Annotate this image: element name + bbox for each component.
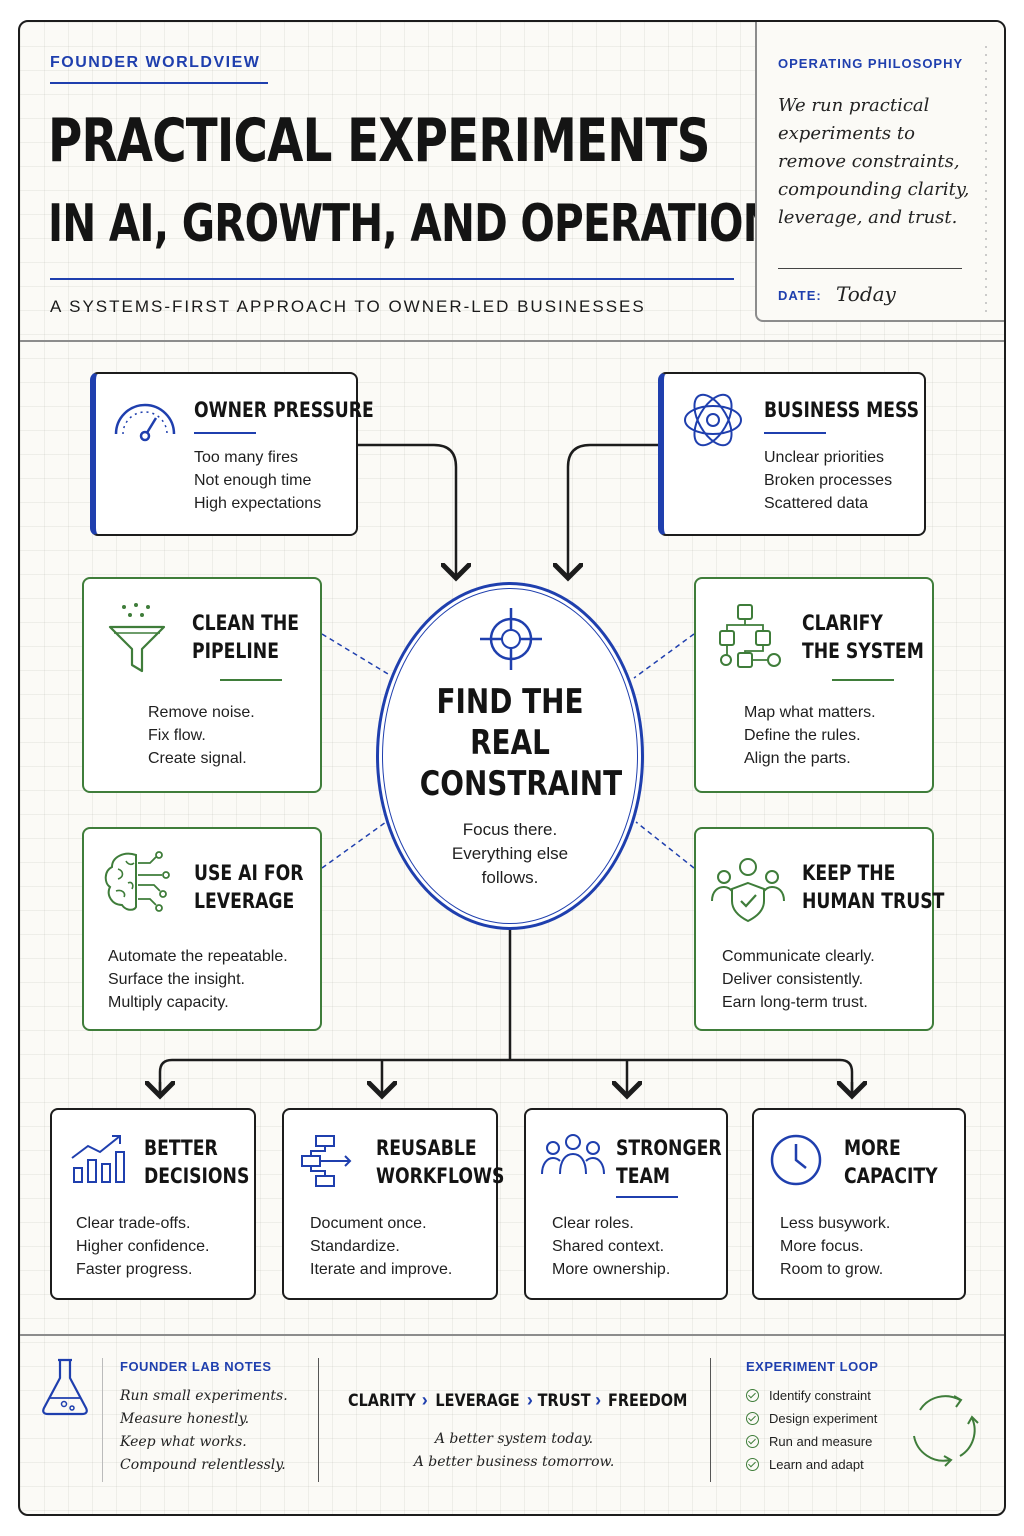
box-body: Automate the repeatable.Surface the insi… [108,948,288,1011]
eyebrow-underline [50,82,268,84]
funnel-icon [108,603,166,673]
chevron-right-icon: › [421,1390,428,1410]
box-body: Document once.Standardize.Iterate and im… [310,1215,453,1278]
constraint-circle-inner [382,588,638,924]
page-title-line-1: PRACTICAL EXPERIMENTS [48,106,710,176]
box-title: BUSINESS MESS [764,398,920,422]
title-rule [194,432,256,434]
header-divider [20,340,1004,342]
title-rule [616,1196,678,1198]
page-subtitle: A SYSTEMS-FIRST APPROACH TO OWNER-LED BU… [50,297,646,316]
footer-separator [318,1358,319,1482]
gauge-icon [114,403,176,442]
eyebrow-label: FOUNDER WORLDVIEW [50,54,261,71]
flowchart-icon [719,604,781,668]
chevron-right-icon: › [526,1390,533,1410]
notes-rule [102,1358,103,1482]
team-icon [541,1134,605,1175]
footer-divider [20,1334,1004,1336]
title-underline [50,278,734,280]
date-value: Today [836,282,896,306]
tangle-icon [684,393,742,447]
loop-item: Identify constraint [746,1384,877,1407]
date-line [778,268,962,269]
check-circle-icon [746,1458,759,1471]
experiment-loop-list: Identify constraint Design experiment Ru… [746,1384,877,1476]
clock-icon [770,1134,822,1186]
date-label: DATE: [778,288,822,303]
page-title-line-2: IN AI, GROWTH, AND OPERATIONS [48,194,805,254]
infographic-frame: FOUNDER WORLDVIEW PRACTICAL EXPERIMENTS … [18,20,1006,1516]
box-title: OWNER PRESSURE [194,398,374,422]
philosophy-label: OPERATING PHILOSOPHY [778,56,964,71]
box-body: Remove noise.Fix flow.Create signal. [148,704,255,767]
loop-item: Design experiment [746,1407,877,1430]
lab-notes-label: FOUNDER LAB NOTES [120,1359,272,1374]
box-body: Map what matters.Define the rules.Align … [744,704,876,767]
target-icon [480,608,542,670]
chevron-right-icon: › [595,1390,602,1410]
loop-item: Run and measure [746,1430,877,1453]
chain-word: CLARITY [347,1390,416,1411]
check-circle-icon [746,1389,759,1402]
chain-word: TRUST [537,1390,591,1411]
cycle-arrows-icon [913,1395,979,1467]
philosophy-panel [755,22,1004,322]
check-circle-icon [746,1412,759,1425]
title-rule [764,432,826,434]
title-rule [220,679,282,681]
workflow-icon [301,1135,352,1187]
value-chain: CLARITY › LEVERAGE › TRUST › FREEDOM [342,1390,688,1411]
bar-chart-icon [71,1135,125,1183]
loop-item: Learn and adapt [746,1453,877,1476]
flask-icon [42,1358,88,1416]
chain-word: FREEDOM [608,1390,688,1411]
footer-separator [710,1358,711,1482]
box-body: Clear trade-offs.Higher confidence.Faste… [76,1215,210,1278]
box-body: Communicate clearly.Deliver consistently… [722,948,875,1011]
lab-notes-list: Run small experiments.Measure honestly.K… [120,1388,288,1473]
check-circle-icon [746,1435,759,1448]
tagline: A better system today.A better business … [413,1431,615,1470]
experiment-loop-label: EXPERIMENT LOOP [746,1359,879,1374]
box-body: Clear roles.Shared context.More ownershi… [552,1215,671,1278]
connector-lines [20,443,1006,1516]
dotted-margin [985,46,987,316]
title-rule [832,679,894,681]
chain-word: LEVERAGE [435,1390,520,1411]
box-body: Less busywork.More focus.Room to grow. [780,1215,891,1278]
people-shield-icon [711,858,785,923]
brain-circuit-icon [104,851,170,912]
philosophy-text: We run practical experiments to remove c… [778,95,970,228]
